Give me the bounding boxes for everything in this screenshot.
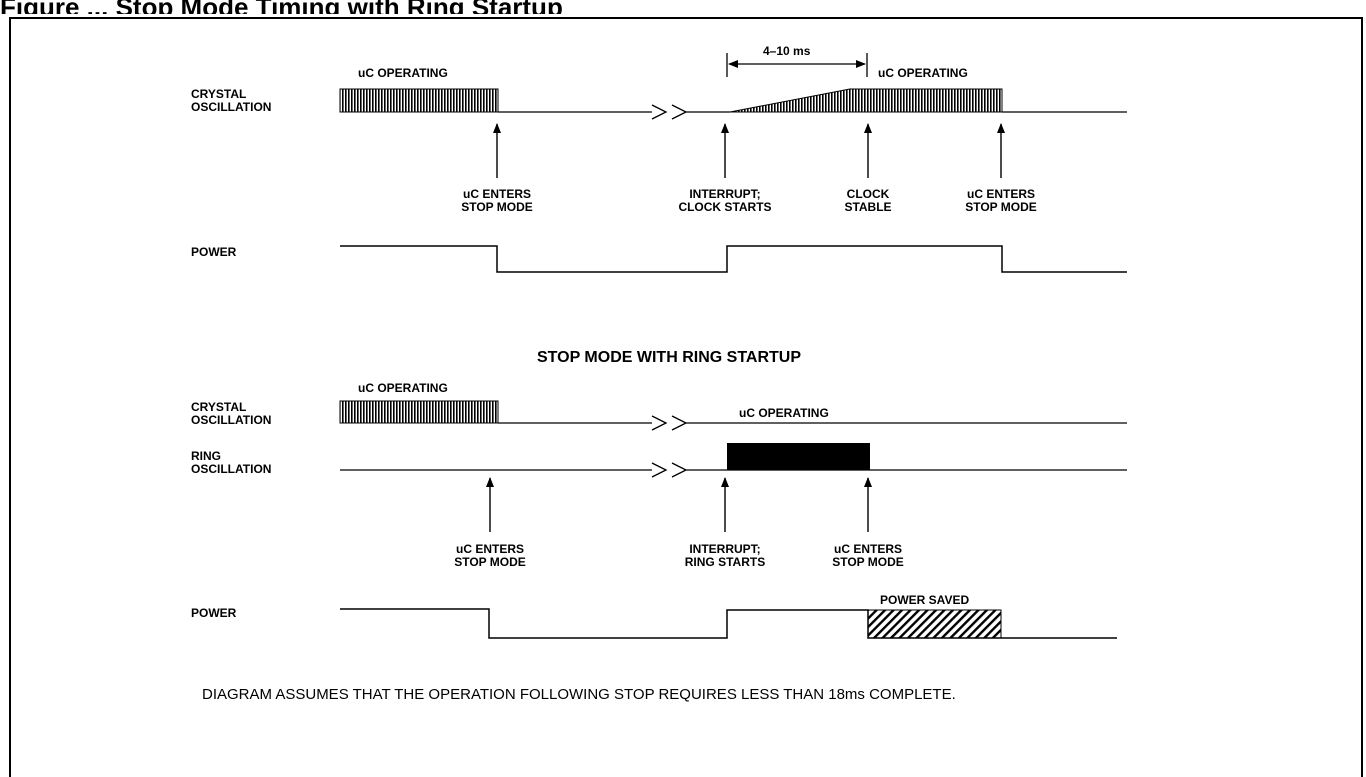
top-event-enters-stop-2-l1: uC ENTERS bbox=[967, 187, 1035, 201]
bottom-crystal-label-2: OSCILLATION bbox=[191, 413, 271, 427]
top-diagram: CRYSTAL OSCILLATION uC OPERATING uC OPER… bbox=[191, 44, 1127, 273]
top-event-clock-stable-l1: CLOCK bbox=[847, 187, 890, 201]
top-event-enters-stop-2-l2: STOP MODE bbox=[965, 200, 1037, 214]
bottom-event-interrupt-l1: INTERRUPT; bbox=[689, 542, 760, 556]
bottom-event-enters-stop-2-l1: uC ENTERS bbox=[834, 542, 902, 556]
top-event-interrupt-l1: INTERRUPT; bbox=[689, 187, 760, 201]
top-event-clock-stable-l2: STABLE bbox=[844, 200, 891, 214]
bottom-power-label: POWER bbox=[191, 606, 237, 620]
bottom-event-enters-stop-2-l2: STOP MODE bbox=[832, 555, 904, 569]
bottom-operating-mid: uC OPERATING bbox=[739, 406, 829, 420]
bottom-ring-break-a bbox=[651, 462, 668, 478]
bottom-ring-break-b bbox=[671, 462, 688, 478]
bottom-power-waveform bbox=[340, 608, 1117, 639]
bottom-power-saved-region bbox=[867, 609, 1002, 639]
top-power-label: POWER bbox=[191, 245, 237, 259]
footnote: DIAGRAM ASSUMES THAT THE OPERATION FOLLO… bbox=[202, 686, 956, 703]
top-operating-right: uC OPERATING bbox=[878, 66, 968, 80]
top-crystal-burst-2 bbox=[849, 88, 1003, 113]
figure-title: Figure ... Stop Mode Timing with Ring St… bbox=[0, 0, 720, 14]
top-event-interrupt-l2: CLOCK STARTS bbox=[678, 200, 771, 214]
bottom-event-enters-stop-1-l1: uC ENTERS bbox=[456, 542, 524, 556]
bottom-power-saved-label: POWER SAVED bbox=[880, 593, 969, 607]
figure-frame bbox=[9, 17, 1363, 777]
top-power-waveform bbox=[340, 245, 1127, 273]
bottom-crystal-label-1: CRYSTAL bbox=[191, 400, 246, 414]
bottom-ring-label-2: OSCILLATION bbox=[191, 462, 271, 476]
bottom-crystal-break-a bbox=[651, 415, 668, 431]
top-event-enters-stop-1-l2: STOP MODE bbox=[461, 200, 533, 214]
bottom-event-interrupt-l2: RING STARTS bbox=[685, 555, 765, 569]
bottom-operating-left: uC OPERATING bbox=[358, 381, 448, 395]
top-crystal-label-1: CRYSTAL bbox=[191, 87, 246, 101]
bottom-crystal-burst bbox=[339, 400, 499, 424]
bottom-event-enters-stop-1-l2: STOP MODE bbox=[454, 555, 526, 569]
top-operating-left: uC OPERATING bbox=[358, 66, 448, 80]
bottom-ring-burst bbox=[727, 443, 870, 470]
top-interval-label: 4–10 ms bbox=[763, 44, 811, 58]
top-break-mark-b bbox=[671, 104, 688, 120]
bottom-diagram: STOP MODE WITH RING STARTUP uC OPERATING… bbox=[191, 349, 1127, 639]
bottom-ring-label-1: RING bbox=[191, 449, 221, 463]
bottom-heading: STOP MODE WITH RING STARTUP bbox=[537, 349, 801, 366]
top-event-enters-stop-1-l1: uC ENTERS bbox=[463, 187, 531, 201]
top-crystal-rampup bbox=[729, 88, 851, 113]
top-break-mark-a bbox=[651, 104, 668, 120]
top-crystal-burst-1 bbox=[339, 88, 499, 113]
bottom-crystal-break-b bbox=[671, 415, 688, 431]
top-crystal-label-2: OSCILLATION bbox=[191, 100, 271, 114]
